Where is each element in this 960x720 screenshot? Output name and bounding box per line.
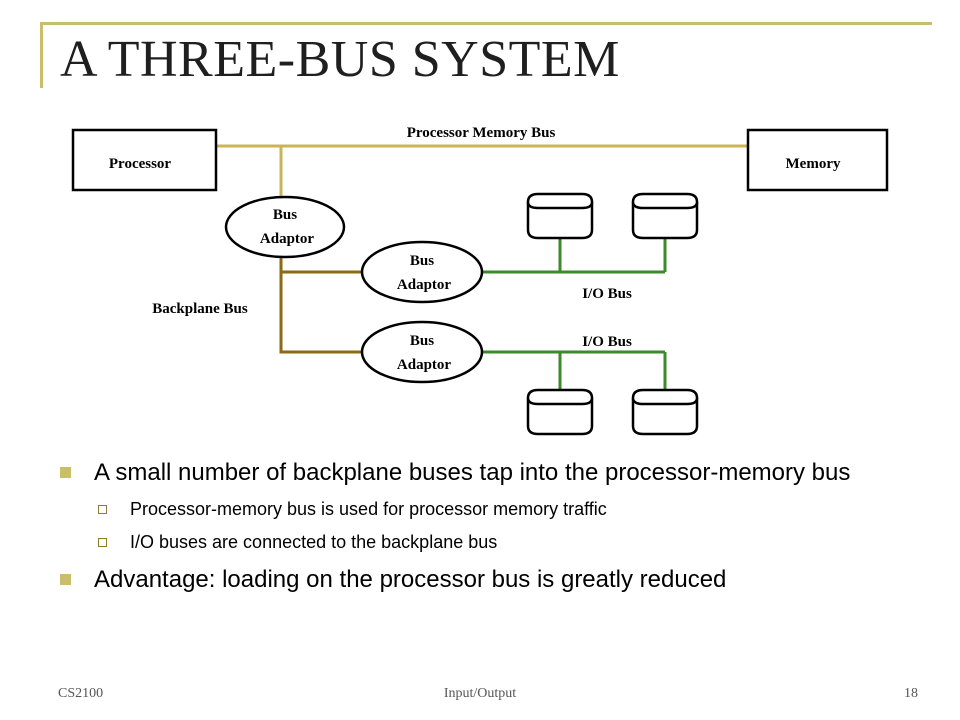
bus-adaptor-2 [360,240,484,304]
bus-adaptor-2-line2: Adaptor [397,277,452,293]
sub-bullet-text: Processor-memory bus is used for process… [130,499,607,519]
disk-icon [631,192,699,240]
slide-frame-left [40,22,43,88]
bus-adaptor-2-line1: Bus [410,253,434,269]
memory-box [746,128,889,192]
square-bullet-icon [60,467,71,478]
io-bus-label-upper: I/O Bus [582,286,632,302]
bullet-text: A small number of backplane buses tap in… [94,459,851,486]
disk-icon [526,388,594,436]
hollow-square-bullet-icon [98,538,107,547]
bullet-text: Advantage: loading on the processor bus … [94,566,727,593]
bullet-item: Advantage: loading on the processor bus … [58,564,918,595]
sub-bullet-item: Processor-memory bus is used for process… [58,498,918,520]
footer-page-number: 18 [904,686,918,701]
hollow-square-bullet-icon [98,505,107,514]
sub-bullet-item: I/O buses are connected to the backplane… [58,531,918,553]
bus-adaptor-1-line1: Bus [273,207,297,223]
footer-topic: Input/Output [443,686,517,701]
disk-icon [631,388,699,436]
bus-adaptor-1-line2: Adaptor [260,231,315,247]
square-bullet-icon [60,574,71,585]
processor-box [71,128,218,192]
disk-icon [526,192,594,240]
bus-adaptor-3-line1: Bus [410,333,434,349]
bus-adaptor-3 [360,320,484,384]
footer-course: CS2100 [58,686,104,701]
processor-memory-bus-label: Processor Memory Bus [407,125,556,141]
io-bus-label-lower: I/O Bus [582,334,632,350]
processor-label: Processor [109,156,172,172]
slide-title: A THREE-BUS SYSTEM [60,31,620,88]
backplane-bus-label: Backplane Bus [152,301,248,317]
backplane-bus-line [279,255,362,354]
bus-adaptor-1 [224,195,346,259]
bus-adaptor-3-line2: Adaptor [397,357,452,373]
three-bus-diagram: Processor Memory Processor Memory Bus Ba… [71,125,889,436]
bullet-item: A small number of backplane buses tap in… [58,457,918,488]
slide-frame-top [40,22,932,25]
sub-bullet-text: I/O buses are connected to the backplane… [130,532,498,552]
memory-label: Memory [786,156,841,172]
bullet-list: A small number of backplane buses tap in… [58,457,918,605]
